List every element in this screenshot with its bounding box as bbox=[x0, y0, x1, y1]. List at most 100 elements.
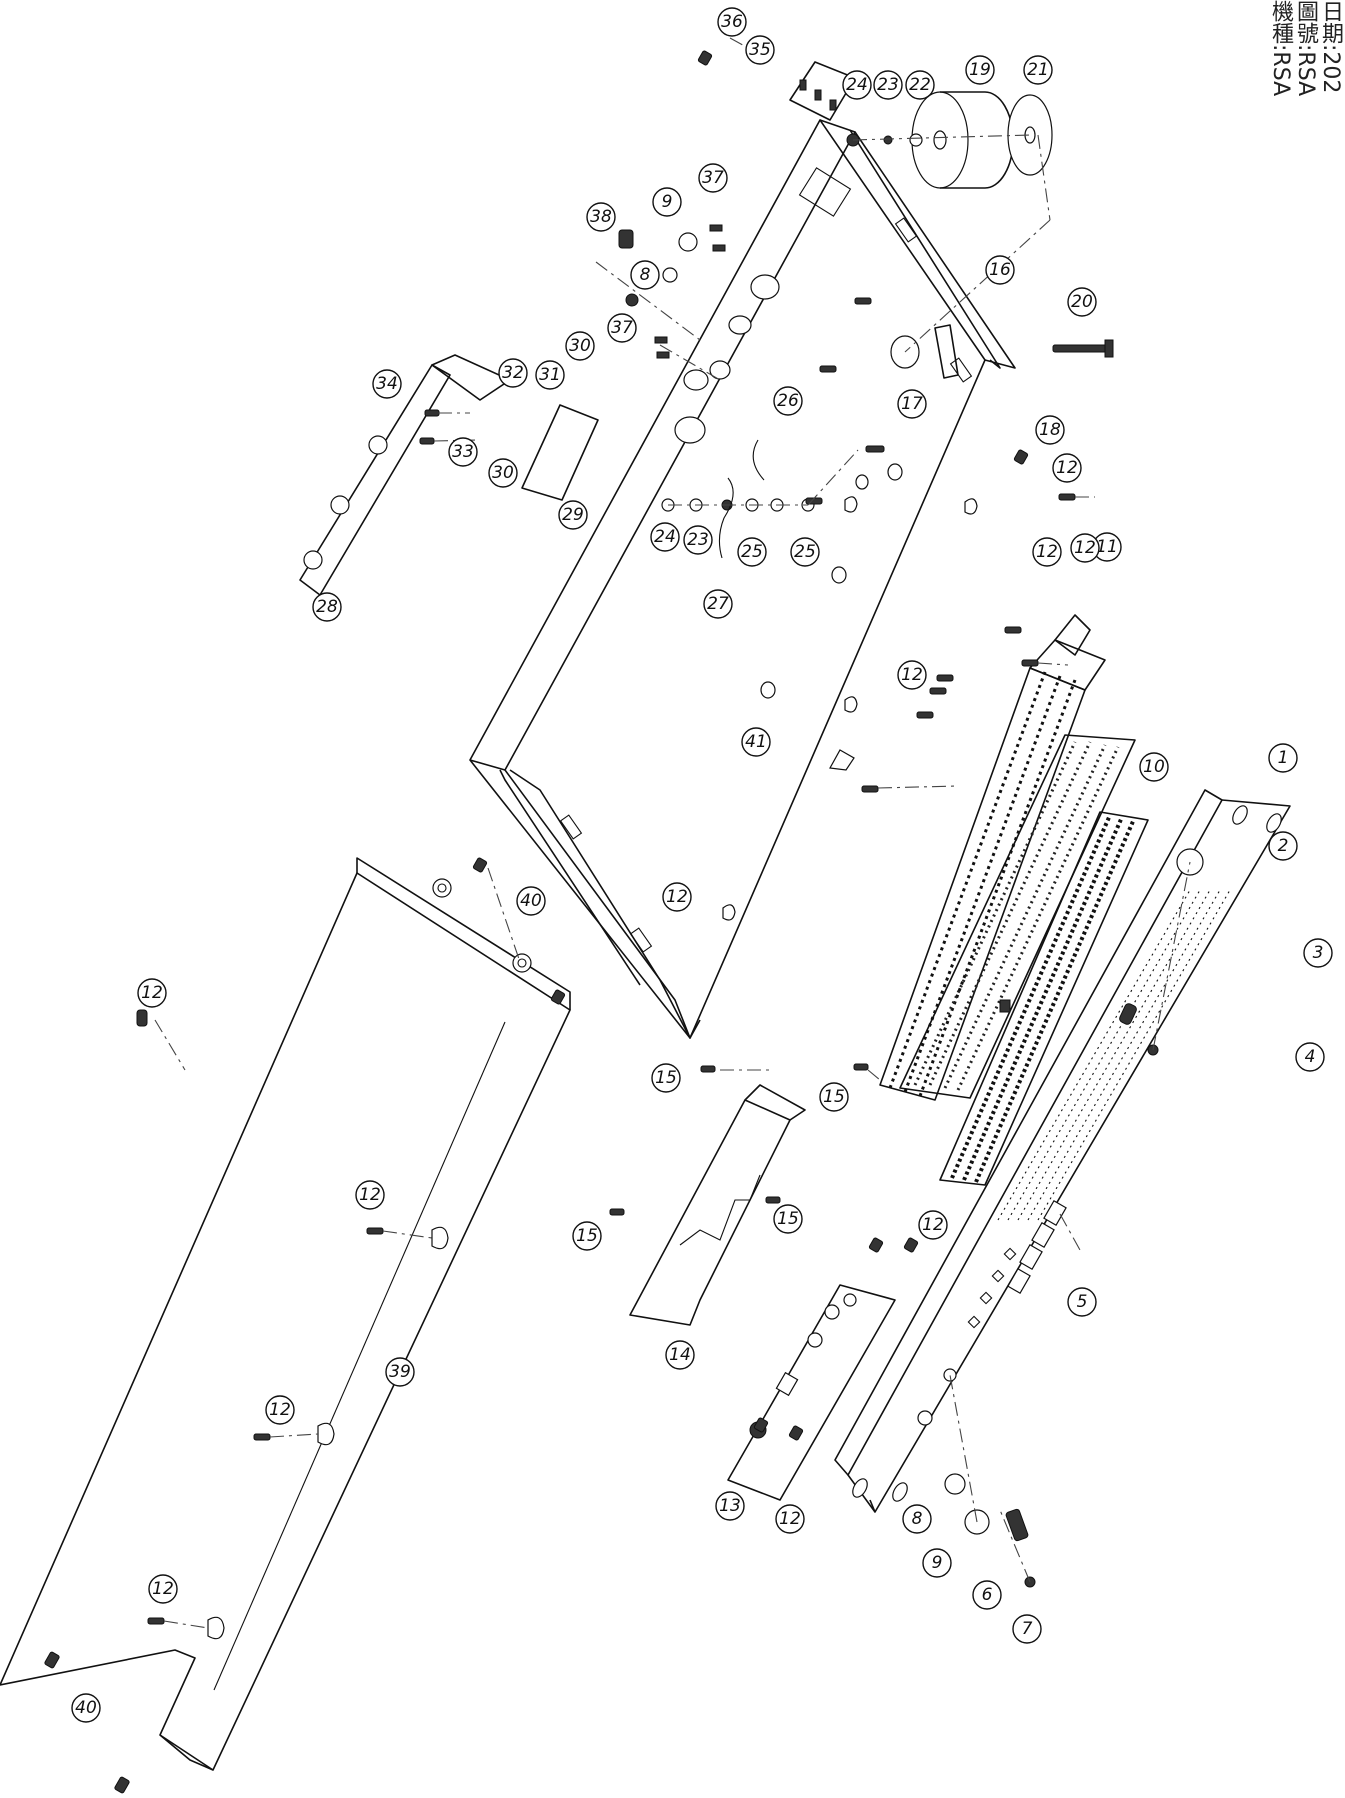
callout-14: 14 bbox=[665, 1340, 695, 1370]
svg-text:21: 21 bbox=[1027, 60, 1049, 80]
svg-text:22: 22 bbox=[909, 75, 931, 95]
svg-text:20: 20 bbox=[1071, 292, 1093, 312]
callout-16: 16 bbox=[985, 255, 1015, 285]
svg-text:10: 10 bbox=[1143, 757, 1165, 777]
svg-text:24: 24 bbox=[654, 527, 676, 547]
svg-text:24: 24 bbox=[846, 75, 868, 95]
svg-text:12: 12 bbox=[666, 887, 688, 907]
transformer-pad bbox=[1007, 94, 1053, 176]
callout-12f: 12 bbox=[137, 978, 167, 1008]
svg-text:34: 34 bbox=[376, 374, 398, 394]
svg-text:30: 30 bbox=[569, 336, 591, 356]
svg-text:23: 23 bbox=[877, 75, 899, 95]
svg-text:23: 23 bbox=[687, 530, 709, 550]
svg-text:17: 17 bbox=[901, 394, 923, 414]
callout-15a: 15 bbox=[651, 1063, 681, 1093]
callout-40a: 40 bbox=[516, 886, 546, 916]
callout-4: 4 bbox=[1295, 1042, 1325, 1072]
svg-text:12: 12 bbox=[152, 1579, 174, 1599]
callout-22: 22 bbox=[905, 70, 935, 100]
chassis bbox=[469, 119, 1016, 1039]
svg-text:32: 32 bbox=[502, 363, 524, 383]
svg-text:12: 12 bbox=[901, 665, 923, 685]
vent-screen-lower bbox=[939, 811, 1149, 1186]
callout-12i: 12 bbox=[148, 1574, 178, 1604]
callout-1: 1 bbox=[1268, 743, 1298, 773]
svg-text:19: 19 bbox=[969, 60, 991, 80]
callout-10: 10 bbox=[1139, 752, 1169, 782]
rear-jack-board bbox=[299, 354, 511, 596]
callout-24a: 24 bbox=[842, 70, 872, 100]
callout-35: 35 bbox=[745, 35, 775, 65]
svg-text:29: 29 bbox=[562, 505, 584, 525]
callout-3: 3 bbox=[1303, 938, 1333, 968]
svg-text:12: 12 bbox=[359, 1185, 381, 1205]
svg-text:12: 12 bbox=[922, 1215, 944, 1235]
svg-text:4: 4 bbox=[1305, 1047, 1316, 1067]
svg-text:26: 26 bbox=[777, 391, 799, 411]
drawing-label: 圖號:RSA bbox=[1293, 0, 1318, 97]
callout-12b: 12 bbox=[1070, 533, 1100, 563]
svg-text:15: 15 bbox=[655, 1068, 677, 1088]
callout-12d: 12 bbox=[662, 882, 692, 912]
svg-text:40: 40 bbox=[75, 1698, 97, 1718]
vent-screen-upper bbox=[899, 734, 1136, 1099]
svg-text:37: 37 bbox=[611, 318, 633, 338]
callout-32: 32 bbox=[498, 358, 528, 388]
svg-text:39: 39 bbox=[389, 1362, 411, 1382]
callout-15d: 15 bbox=[572, 1221, 602, 1251]
mounting-bracket bbox=[521, 404, 599, 501]
svg-text:18: 18 bbox=[1039, 420, 1061, 440]
svg-text:2: 2 bbox=[1278, 836, 1289, 856]
callout-33: 33 bbox=[448, 437, 478, 467]
callout-21: 21 bbox=[1023, 55, 1053, 85]
callout-9b: 9 bbox=[652, 187, 682, 217]
svg-text:36: 36 bbox=[721, 12, 743, 32]
heatsink-assembly bbox=[879, 614, 1106, 1101]
hardware-small bbox=[618, 133, 1159, 1588]
callout-23a: 23 bbox=[873, 70, 903, 100]
callout-39: 39 bbox=[385, 1357, 415, 1387]
svg-text:11: 11 bbox=[1096, 537, 1118, 557]
svg-text:37: 37 bbox=[702, 168, 724, 188]
callout-15c: 15 bbox=[773, 1204, 803, 1234]
svg-text:27: 27 bbox=[707, 594, 729, 614]
svg-text:9: 9 bbox=[932, 1553, 943, 1573]
leader-lines bbox=[154, 37, 1191, 1629]
callout-12j: 12 bbox=[918, 1210, 948, 1240]
callout-31: 31 bbox=[535, 360, 565, 390]
callout-37a: 37 bbox=[698, 163, 728, 193]
callout-20: 20 bbox=[1067, 287, 1097, 317]
date-label: 日期:202 bbox=[1318, 0, 1343, 94]
svg-text:5: 5 bbox=[1077, 1292, 1088, 1312]
callout-36: 36 bbox=[717, 7, 747, 37]
long-bolt-20 bbox=[1052, 339, 1114, 358]
svg-text:41: 41 bbox=[745, 732, 767, 752]
callout-12k: 12 bbox=[775, 1504, 805, 1534]
svg-text:25: 25 bbox=[794, 542, 816, 562]
svg-text:9: 9 bbox=[662, 192, 673, 212]
callout-18: 18 bbox=[1035, 415, 1065, 445]
callout-12e: 12 bbox=[1052, 453, 1082, 483]
callouts: 1 2 3 4 5 6 7 8 8 9 9 10 11 12 12 12 12 … bbox=[71, 7, 1333, 1723]
svg-text:35: 35 bbox=[749, 40, 771, 60]
callout-25a: 25 bbox=[737, 537, 767, 567]
svg-text:38: 38 bbox=[590, 207, 612, 227]
callout-17: 17 bbox=[897, 389, 927, 419]
svg-text:16: 16 bbox=[989, 260, 1011, 280]
svg-text:3: 3 bbox=[1313, 943, 1324, 963]
callout-29: 29 bbox=[558, 500, 588, 530]
svg-text:8: 8 bbox=[912, 1509, 923, 1529]
title-block: 機種:RSA 圖號:RSA 日期:202 bbox=[1266, 0, 1345, 120]
svg-text:25: 25 bbox=[741, 542, 763, 562]
model-label: 機種:RSA bbox=[1268, 0, 1293, 97]
callout-34: 34 bbox=[372, 369, 402, 399]
callout-25b: 25 bbox=[790, 537, 820, 567]
callout-13: 13 bbox=[715, 1491, 745, 1521]
control-pcb bbox=[727, 1284, 896, 1501]
callout-23b: 23 bbox=[683, 525, 713, 555]
callout-40b: 40 bbox=[71, 1693, 101, 1723]
callout-8a: 8 bbox=[902, 1504, 932, 1534]
svg-text:15: 15 bbox=[823, 1087, 845, 1107]
